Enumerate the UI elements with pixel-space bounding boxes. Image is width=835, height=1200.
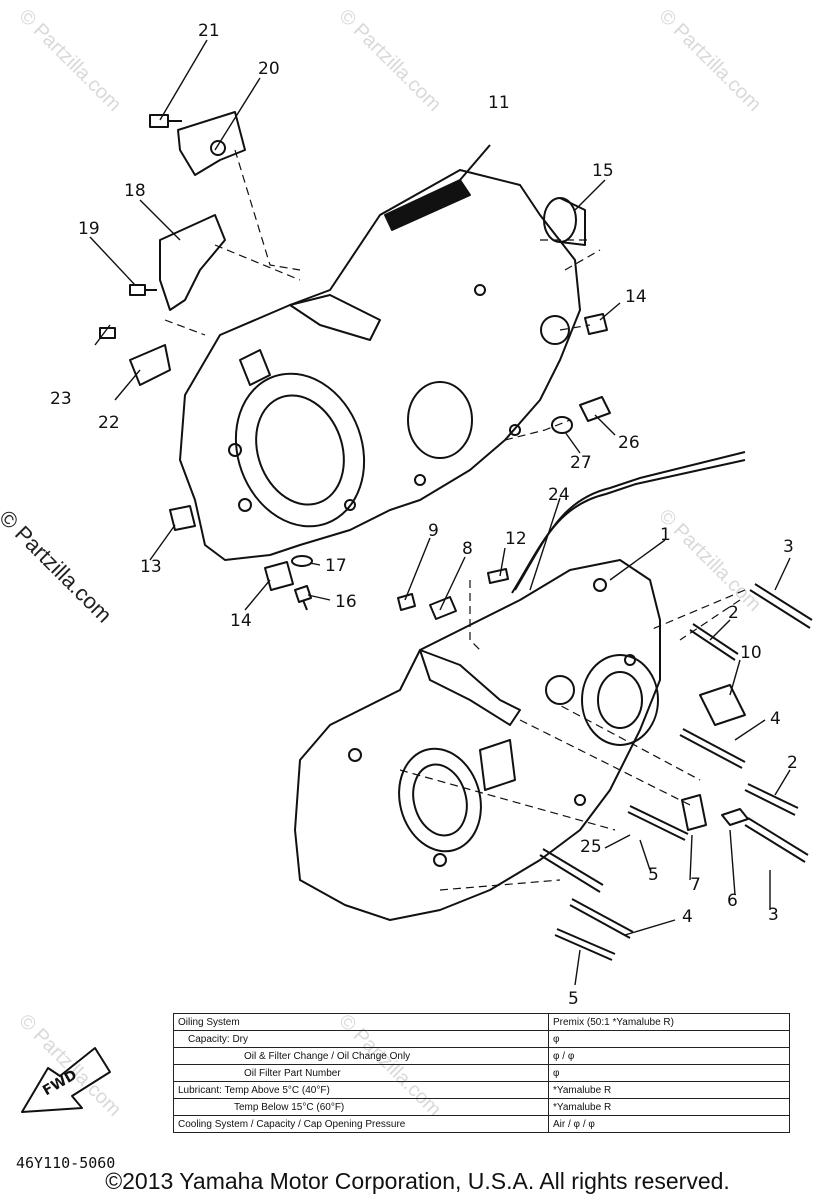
spec-label: Oiling System	[173, 1013, 549, 1031]
callout: 2	[728, 603, 739, 623]
part-16-bolt	[294, 585, 312, 611]
callout: 13	[140, 557, 162, 577]
spec-value: φ	[548, 1064, 790, 1082]
callout: 27	[570, 453, 592, 473]
part-12-fitting	[487, 568, 509, 584]
spec-label: Cooling System / Capacity / Cap Opening …	[173, 1115, 549, 1133]
part-19-screw	[129, 284, 157, 296]
fwd-arrow-icon	[21, 1047, 111, 1113]
spec-value: Premix (50:1 *Yamalube R)	[548, 1013, 790, 1031]
part-14-dowel	[584, 313, 608, 335]
part-13-dowel	[169, 505, 196, 531]
leader-lines	[89, 39, 791, 986]
callout: 14	[625, 287, 647, 307]
callout: 24	[548, 485, 570, 505]
table-row: Temp Below 15°C (60°F)*Yamalube R	[173, 1098, 790, 1116]
part-27-washer	[551, 416, 573, 434]
callout: 25	[580, 837, 602, 857]
callout: 12	[505, 529, 527, 549]
spec-value: φ / φ	[548, 1047, 790, 1065]
callout: 22	[98, 413, 120, 433]
callout: 15	[592, 161, 614, 181]
part-7-dowel	[681, 794, 707, 831]
callout: 4	[770, 709, 781, 729]
part-26-drain-plug	[579, 396, 611, 422]
part-10-bearing	[699, 684, 746, 726]
part-20-bracket	[177, 111, 246, 176]
table-row: Cooling System / Capacity / Cap Opening …	[173, 1115, 790, 1133]
callout: 4	[682, 907, 693, 927]
part-24-breather-hose	[514, 451, 746, 591]
callout: 8	[462, 539, 473, 559]
callout: 26	[618, 433, 640, 453]
part-15-bearing	[543, 197, 577, 243]
callout: 14	[230, 611, 252, 631]
diagram-code: 46Y110-5060	[16, 1154, 116, 1172]
part-18-plate	[159, 214, 226, 311]
callout: 9	[428, 521, 439, 541]
callout: 3	[783, 537, 794, 557]
spec-label: Capacity: Dry	[173, 1030, 549, 1048]
callout: 23	[50, 389, 72, 409]
spec-label: Oil Filter Part Number	[173, 1064, 549, 1082]
callout: 5	[568, 989, 579, 1009]
right-crankcase-half	[294, 559, 661, 921]
part-22-clip	[129, 344, 171, 386]
spec-value: *Yamalube R	[548, 1098, 790, 1116]
spec-value: φ	[548, 1030, 790, 1048]
callout: 20	[258, 59, 280, 79]
callout: 19	[78, 219, 100, 239]
spec-value: Air / φ / φ	[548, 1115, 790, 1133]
spec-value: *Yamalube R	[548, 1081, 790, 1099]
copyright-notice: ©2013 Yamaha Motor Corporation, U.S.A. A…	[105, 1168, 730, 1194]
left-crankcase-half	[179, 144, 581, 561]
callout: 6	[727, 891, 738, 911]
crankcase-bolts	[539, 583, 813, 961]
callout: 2	[787, 753, 798, 773]
callout-numbers: 21 20 11 15 18 19 14 23 22 26 27 24 1 3 …	[50, 21, 798, 1009]
callout: 5	[648, 865, 659, 885]
part-6-clamp	[721, 808, 749, 826]
part-17-washer	[291, 555, 313, 567]
callout: 17	[325, 556, 347, 576]
table-row: Lubricant: Temp Above 5°C (40°F)*Yamalub…	[173, 1081, 790, 1099]
part-21-screw	[149, 114, 182, 128]
callout: 1	[660, 525, 671, 545]
part-14-dowel	[264, 561, 294, 591]
callout: 11	[488, 93, 510, 113]
spec-label: Oil & Filter Change / Oil Change Only	[173, 1047, 549, 1065]
part-8-plate	[429, 596, 457, 620]
callout: 10	[740, 643, 762, 663]
spec-label: Lubricant: Temp Above 5°C (40°F)	[173, 1081, 549, 1099]
callout: 16	[335, 592, 357, 612]
assembly-lines	[164, 149, 746, 891]
spec-label: Temp Below 15°C (60°F)	[173, 1098, 549, 1116]
callout: 7	[690, 875, 701, 895]
callout: 21	[198, 21, 220, 41]
callout: 3	[768, 905, 779, 925]
part-23-screw	[99, 327, 116, 339]
callout: 18	[124, 181, 146, 201]
